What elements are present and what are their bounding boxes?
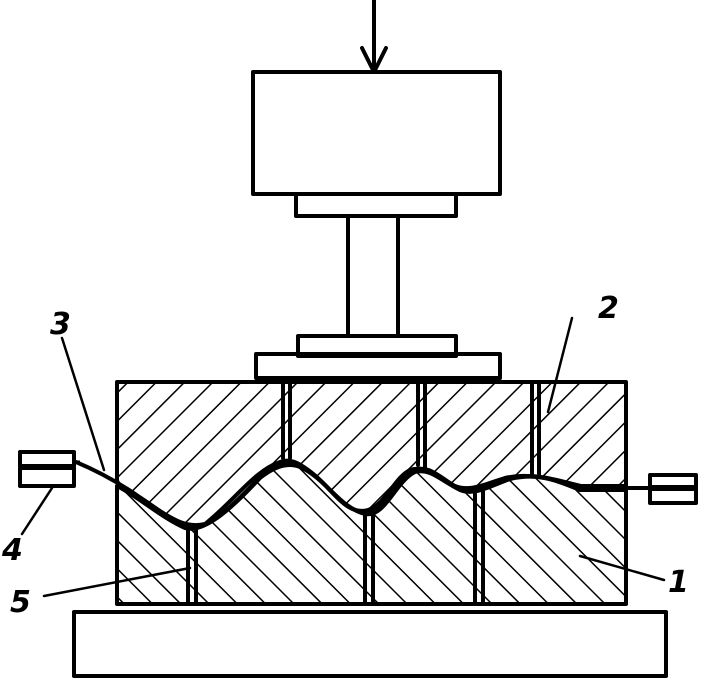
callout-label-2: 2 — [598, 291, 619, 326]
leader-line-4 — [20, 486, 54, 536]
leader-line-2 — [546, 316, 574, 414]
upper-flange — [294, 192, 458, 218]
leader-line-1 — [578, 554, 666, 582]
callout-label-4: 4 — [1, 533, 23, 568]
press-column — [346, 214, 400, 338]
leader-line-5 — [42, 566, 192, 598]
left-clamp-upper — [18, 450, 76, 468]
right-clamp — [626, 473, 698, 505]
left-clamp — [18, 450, 80, 488]
callout-label-1: 1 — [668, 565, 689, 600]
press-ram — [251, 0, 502, 380]
leader-line-3 — [60, 336, 106, 472]
ram-head — [251, 70, 502, 196]
press-plate — [254, 352, 502, 380]
callout-label-3: 3 — [50, 307, 71, 342]
right-clamp-lower — [648, 487, 698, 505]
sheet-workpiece — [74, 460, 657, 530]
left-clamp-lower — [18, 466, 76, 488]
callout-label-5: 5 — [10, 585, 31, 620]
right-clamp-upper — [648, 473, 698, 489]
base-plate — [72, 610, 668, 678]
